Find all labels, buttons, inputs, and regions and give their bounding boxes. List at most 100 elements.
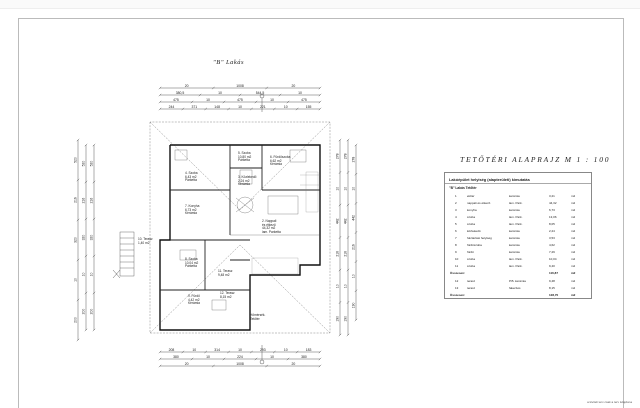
table-cell-area: 7,29 xyxy=(549,249,555,254)
dim-top-mid-tick xyxy=(238,93,242,97)
room-label-line: 6,62 m2 xyxy=(270,158,282,163)
dim-top-inner-tick xyxy=(254,100,258,104)
dim-left-outer-tick xyxy=(76,178,80,182)
dim-bottom-room-label: 314 xyxy=(214,348,220,352)
table-cell-unit: m2 xyxy=(571,228,576,233)
table-cell-name: terasz xyxy=(467,285,476,290)
dim-right-outer-label: 216 xyxy=(352,244,356,250)
dim-bottom-outer-tick xyxy=(211,364,215,368)
dim-right-inner-tick xyxy=(338,301,342,304)
dim-left-inner-label: 200 xyxy=(90,309,94,315)
table-cell-unit: m2 xyxy=(571,193,576,198)
dim-top-room-tick xyxy=(272,107,276,111)
room-label-line: 2. Nappali xyxy=(262,219,277,223)
table-cell-name: terasz xyxy=(467,278,476,283)
dim-left-outer-label: 10 xyxy=(74,278,78,282)
dim-right-outer-tick xyxy=(354,318,358,322)
table-cell-name: nappali és étkező xyxy=(467,200,491,205)
dim-top-mid-label: 380,5 xyxy=(176,91,185,95)
dim-left-mid-tick xyxy=(84,328,88,332)
dim-top-outer-tick xyxy=(211,86,215,90)
dim-left-inner-label: 216 xyxy=(90,198,94,204)
room-label-line: 1,40 m2 xyxy=(138,240,150,245)
dim-left-mid-label: 200 xyxy=(82,309,86,315)
dim-top-inner-tick xyxy=(190,100,194,104)
table-cell-no: 8 xyxy=(455,242,457,247)
dim-left-inner-tick xyxy=(92,180,96,184)
table-cell-no: 12 xyxy=(455,278,459,283)
table-cell-no: 5 xyxy=(455,221,457,226)
dim-bottom-mid-label: 380 xyxy=(301,355,307,359)
dim-right-mid-tick xyxy=(346,236,350,239)
dim-top-room-tick xyxy=(227,107,230,111)
table-cell-area: 4,62 xyxy=(549,242,555,247)
unit-label: "B" Lakás xyxy=(213,59,245,66)
dim-top-inner-label: 10 xyxy=(270,98,274,102)
room-label: Hőmérsék.Tetőtér xyxy=(250,313,265,321)
dim-right-mid-label: 216 xyxy=(344,251,348,257)
dim-left-inner-tick xyxy=(92,328,96,332)
dim-right-inner-tick xyxy=(338,171,342,174)
dim-bottom-outer-tick xyxy=(318,364,322,368)
dim-bottom-outer-label: 20 xyxy=(185,362,189,366)
dim-right-mid-label: 190 xyxy=(344,316,348,322)
table-cell-unit: m2 xyxy=(571,270,576,275)
dim-right-mid-label: 278 xyxy=(344,153,348,159)
dim-bottom-mid-tick xyxy=(286,357,290,361)
room-label-line: 9. Fürdő xyxy=(188,294,200,298)
dim-right-mid-tick xyxy=(346,301,350,304)
dim-bottom-mid-tick xyxy=(222,357,226,361)
room-area-table: Lakóépület helyiség (alapterületi) kimut… xyxy=(444,172,592,299)
dim-bottom-room-label: 10 xyxy=(238,348,242,352)
table-cell-unit: m2 xyxy=(571,285,576,290)
dim-top-outer-tick xyxy=(265,86,269,90)
dim-right-outer-label: 190 xyxy=(352,302,356,308)
dim-bottom-room-label: 293 xyxy=(260,348,266,352)
dim-right-inner-label: 10 xyxy=(336,187,340,191)
dim-bottom-mid-label: 380 xyxy=(173,355,179,359)
room-label-line: Parketta xyxy=(185,178,197,183)
dim-bottom-mid-label: 224 xyxy=(237,355,243,359)
roof-outline xyxy=(149,121,331,334)
dim-right-inner-tick xyxy=(338,203,342,207)
table-cell-sum-label: Összesen: xyxy=(450,292,466,297)
dim-bottom-outer-tick xyxy=(158,364,162,368)
dim-bottom-room-tick xyxy=(295,350,299,354)
dim-left-mid-label: 216 xyxy=(82,198,86,204)
dim-bottom-room-tick xyxy=(250,350,253,354)
table-cell-unit: m2 xyxy=(571,278,576,283)
room-label-line: Kerámia xyxy=(188,301,200,306)
section-markers xyxy=(112,93,265,365)
dim-left-inner-tick xyxy=(92,143,96,147)
dim-top-inner-label: 475 xyxy=(301,98,307,102)
dim-top-outer-label: 20 xyxy=(185,84,189,88)
dim-left-mid-label: 520 xyxy=(82,161,86,167)
room-label-line: 7. Konyha xyxy=(185,204,200,208)
dim-bottom-room-tick xyxy=(204,350,208,354)
room-label-line: Parketta xyxy=(185,264,197,269)
dim-top-mid-label: 10 xyxy=(218,91,222,95)
dim-top-inner-label: 475 xyxy=(237,98,243,102)
dim-right-inner-tick xyxy=(338,333,342,337)
table-cell-name: szoba xyxy=(467,263,476,268)
table-cell-area: 9,40 xyxy=(549,263,555,268)
dim-right-inner-tick xyxy=(338,138,342,142)
table-cell-unit: m2 xyxy=(571,249,576,254)
table-cell-area: 8,05 xyxy=(549,221,555,226)
dim-left-mid-tick xyxy=(84,217,88,221)
furniture-and-fixtures xyxy=(174,149,320,311)
table-cell-name: háztartási helyiség xyxy=(467,235,492,240)
table-cell-area: 2,24 xyxy=(549,228,555,233)
dim-left-inner-label: 320 xyxy=(90,235,94,241)
table-divider xyxy=(445,183,591,184)
dim-left-mid-tick xyxy=(84,291,88,295)
table-cell-area: 3,53 xyxy=(549,235,555,240)
dim-right-inner-label: 278 xyxy=(336,153,340,159)
